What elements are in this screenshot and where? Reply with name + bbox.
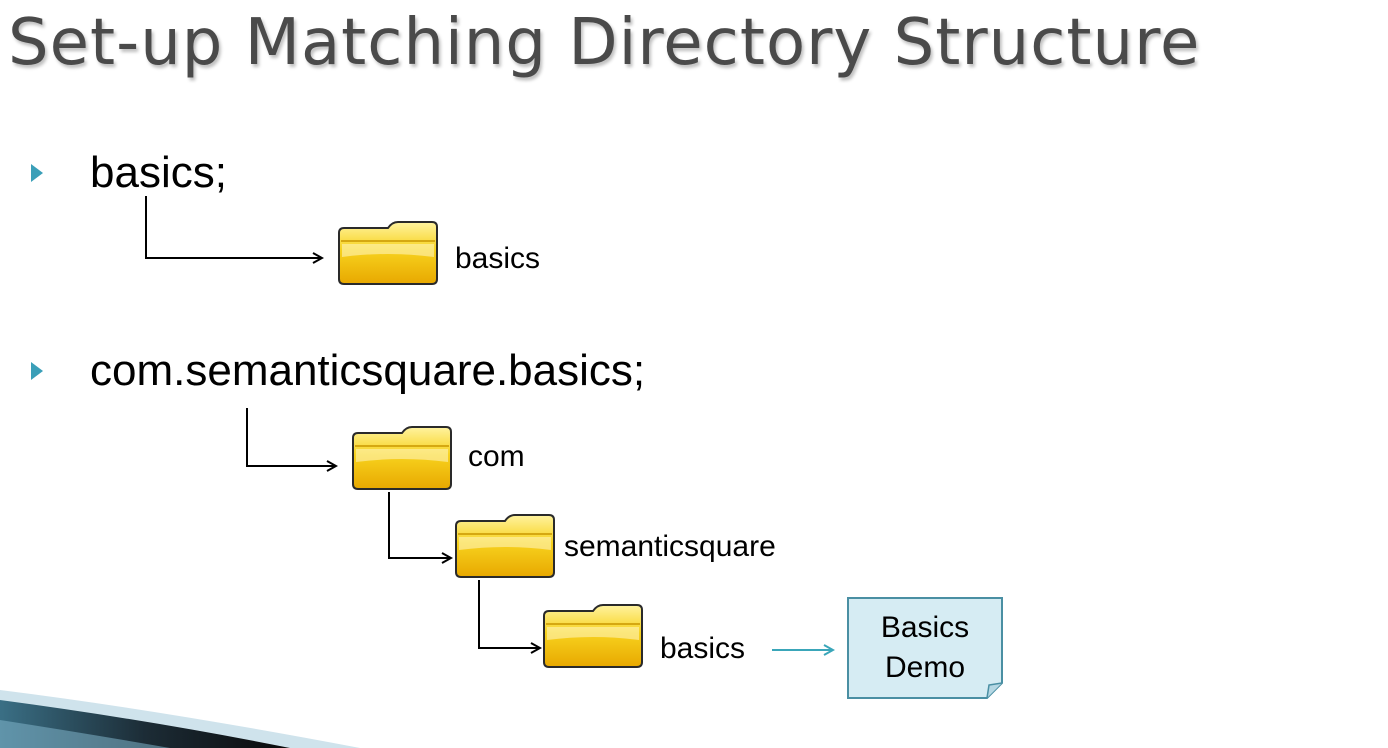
folder-label-com: com <box>468 440 525 473</box>
bullet-item-com-semanticsquare-basics: com.semanticsquare.basics; <box>26 346 645 396</box>
folder-icon <box>453 514 557 580</box>
folder-label-basics: basics <box>455 242 541 275</box>
bullet-text: com.semanticsquare.basics; <box>90 346 646 395</box>
note-line-2: Demo <box>884 651 966 684</box>
bullet-text: basics; <box>90 148 227 197</box>
folder-icon <box>350 426 454 492</box>
folder-icon <box>541 604 645 670</box>
bullet-item-basics: basics; <box>26 148 227 198</box>
note-line-1: Basics <box>880 611 970 644</box>
arrow-to-semanticsquare-folder <box>388 492 451 558</box>
arrow-basics-to-folder <box>145 196 322 258</box>
slide-title: Set-up Matching Directory Structure <box>8 6 1201 80</box>
folder-label-semanticsquare: semanticsquare <box>564 530 776 563</box>
arrow-to-com-folder <box>246 408 336 466</box>
basics-demo-file-note: Basics Demo <box>847 597 1003 699</box>
decorative-footer-bar <box>0 690 360 748</box>
triangle-bullet-icon <box>26 158 56 188</box>
triangle-bullet-icon <box>26 356 56 386</box>
folder-icon <box>336 221 440 287</box>
folder-label-basics-nested: basics <box>660 632 746 665</box>
arrow-to-basics-folder <box>478 580 540 648</box>
